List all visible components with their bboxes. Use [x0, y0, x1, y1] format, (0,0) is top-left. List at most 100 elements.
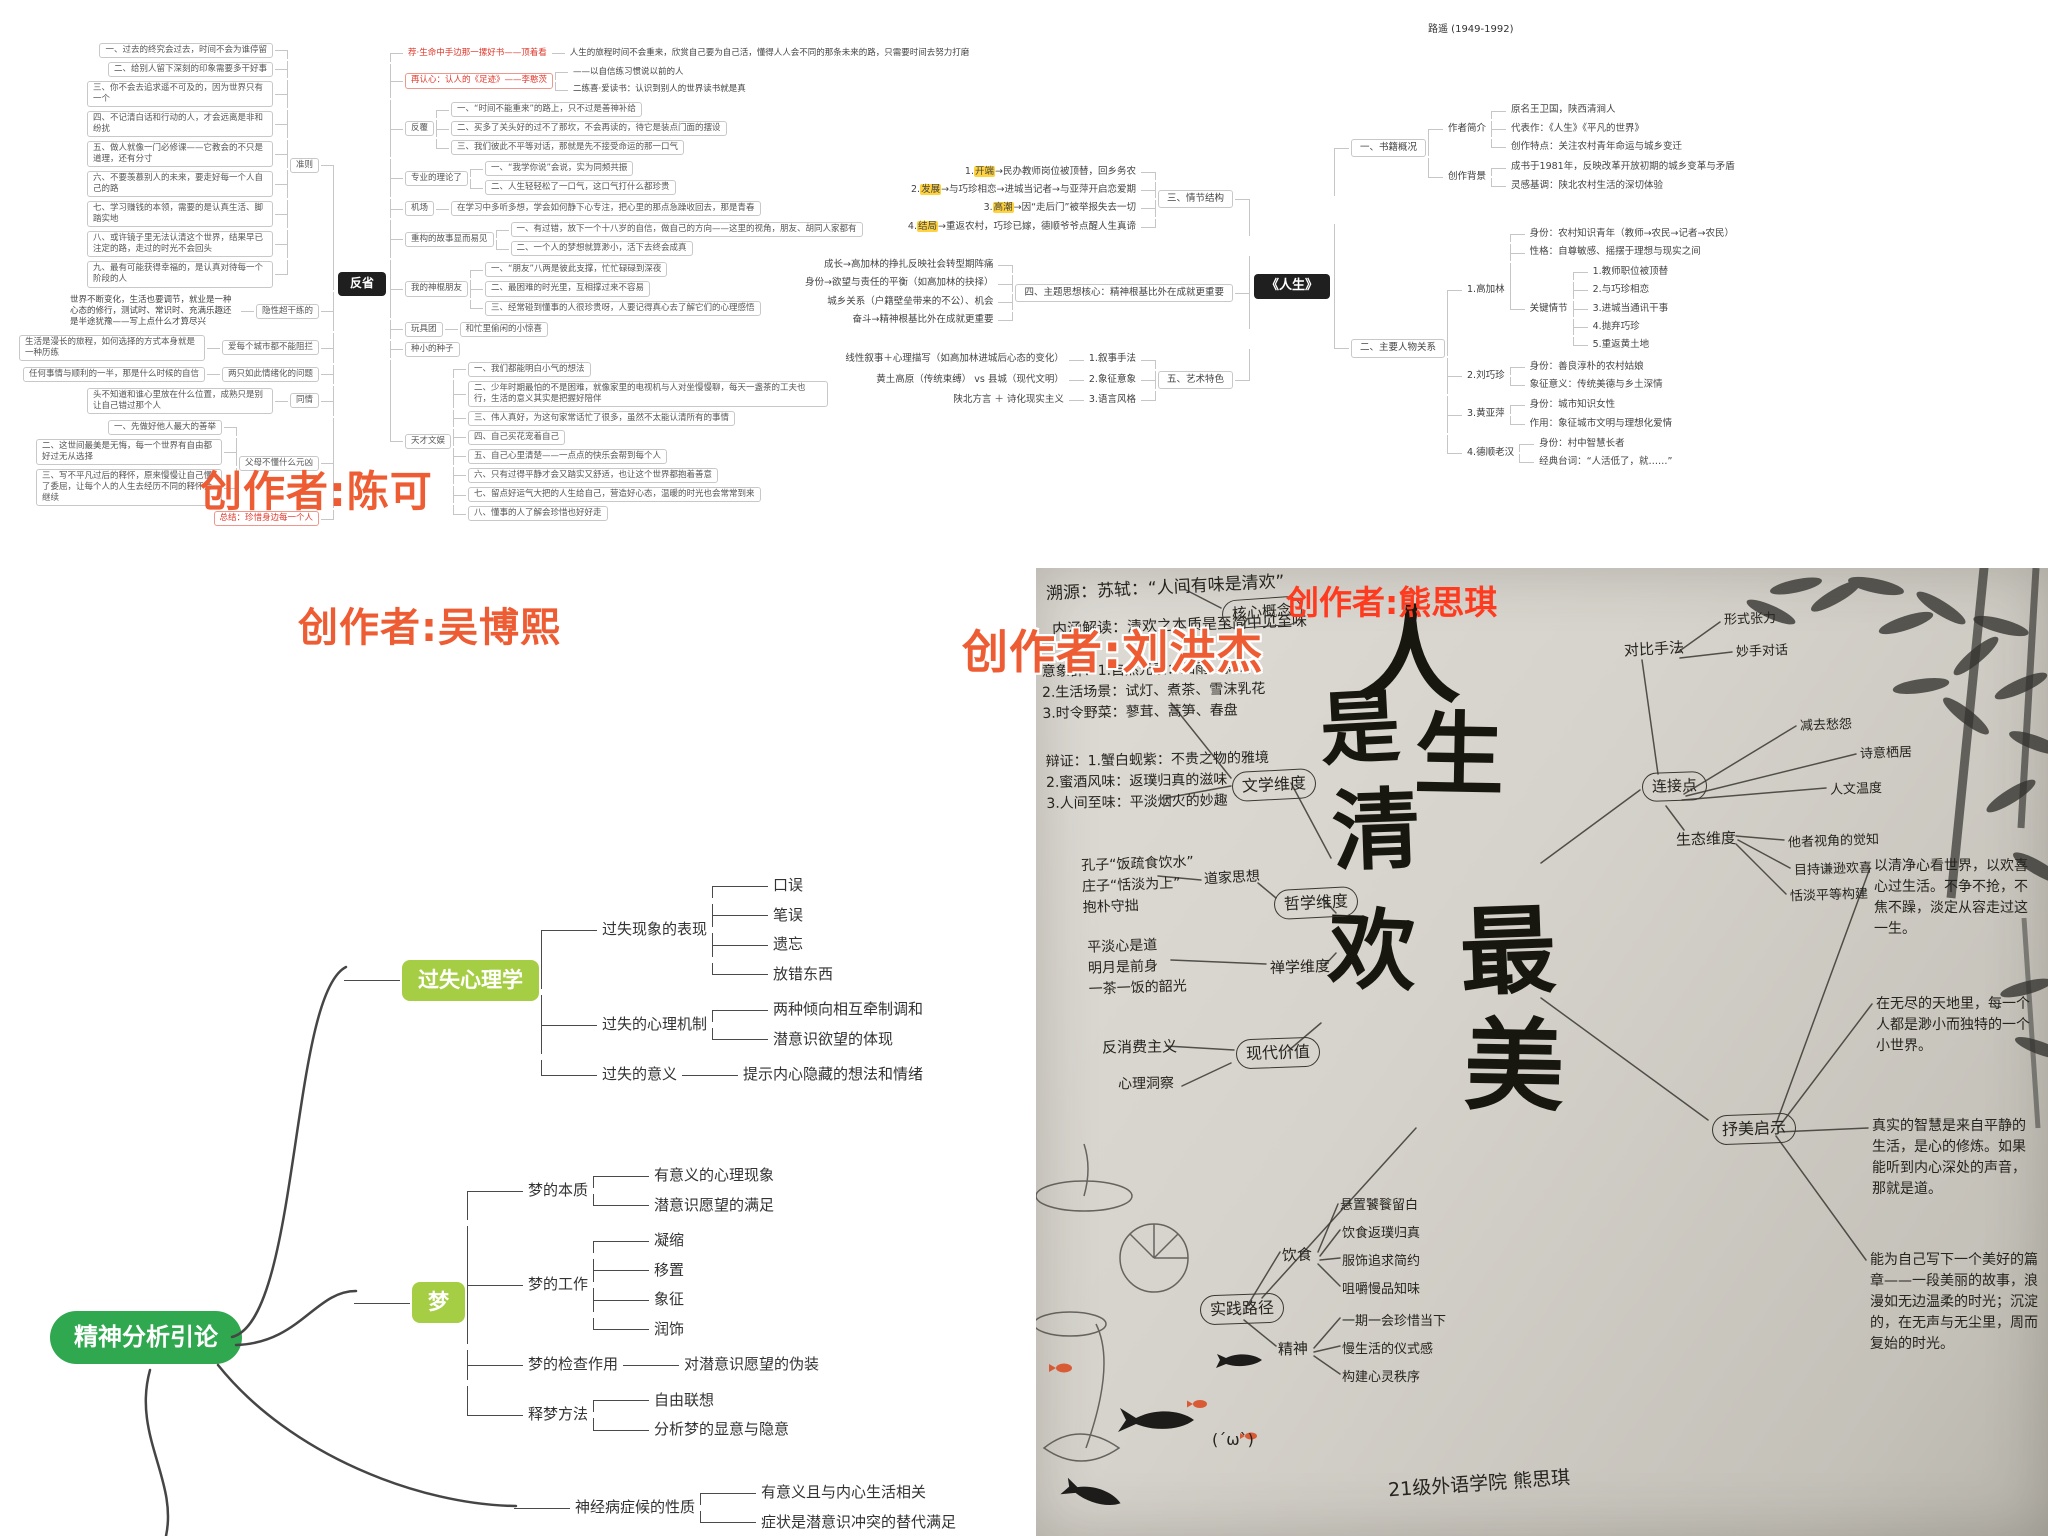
- mindmap-branch: ——以自信练习惯说以前的人: [555, 65, 751, 81]
- mindmap-leaf-text: 5.重返黄土地: [1592, 339, 1650, 351]
- mindmap-branch: 梦梦的本质有意义的心理现象潜意识愿望的满足梦的工作凝缩移置象征润饰梦的检查作用对…: [354, 1158, 824, 1448]
- mindmap-leaf-text: 放错东西: [773, 964, 834, 983]
- mindmap-branch: 一、过去的终究会过去，时间不会为谁停留: [85, 42, 288, 59]
- mindmap-branch: 4.结局→重返农村，巧珍已嫁，德顺爷爷点醒人生真谛: [903, 218, 1157, 235]
- mindmap-branch: 身份：村中智慧长者: [1519, 436, 1677, 453]
- mindmap-leaf-text: 口误: [773, 876, 804, 894]
- handwritten-note: 孔子“饭疏食饮水” 庄子“恬淡为上” 抱朴守拙: [1081, 854, 1195, 916]
- mindmap-branch: 身份：农村知识青年（教师→农民→记者→农民）: [1509, 226, 1739, 243]
- mindmap-branch: 任何事情与顺利的一半，那是什么时候的自信: [21, 366, 221, 383]
- mindmap-topic-node: 一、“朋友”八两是彼此支撑，忙忙碌碌到深夜: [485, 262, 668, 278]
- mindmap-topic-node: 梦的工作: [528, 1275, 589, 1294]
- connector-line: [1641, 659, 1659, 775]
- mindmap-branch: 一、“朋友”八两是彼此支撑，忙忙碌碌到深夜: [470, 261, 763, 279]
- mindmap-leaf-text: 身份→欲望与责任的平衡（如高加林的抉择）: [805, 277, 994, 289]
- handwritten-note: 他者视角的觉知: [1787, 832, 1880, 851]
- mindmap-branch: 在学习中多听多想，学会如何静下心专注，把心里的那点急躁收回去，那是青春: [436, 200, 763, 217]
- mindmap-topic-node: 创作背景: [1448, 170, 1487, 182]
- mindmap-branch: 成长→高加林的挣扎反映社会转型期阵痛: [800, 257, 1014, 274]
- mindmap-branch: 八、或许镜子里无法认清这个世界，结果早已注定的路，走过的时光不会回头: [85, 230, 288, 259]
- mindmap-topic-node: 生活是漫长的旅程，如何选择的方式本身就是一种历练: [19, 334, 205, 361]
- mindmap-leaf-text: 创作特点：关注农村青年命运与城乡变迁: [1511, 141, 1683, 153]
- mindmap-branch: 3.进城当通讯干事: [1572, 300, 1674, 318]
- connector-line: [1313, 1317, 1341, 1349]
- handwritten-note: 能为自己写下一个美好的篇章——一段美丽的故事，浪漫如无边温柔的时光；沉淀的，在无…: [1870, 1252, 2038, 1352]
- connector-line: [1261, 1127, 1417, 1299]
- connector-line: [1540, 789, 1641, 864]
- mindmap-branch: 2.发展→与巧珍相恋→进城当记者→与亚萍开启恋爱期: [903, 181, 1157, 199]
- mindmap-topic-node: 一、我们都能明白小气的想法: [468, 361, 591, 377]
- connector-line: [1290, 782, 1332, 859]
- mindmap-branch: 四、不记清白话和行动的人，才会远离是非和纷扰: [85, 109, 288, 139]
- connector-line: [1775, 1135, 1867, 1261]
- mindmap-topic-node: 一、“时间不能重来”的路上，只不过是善神补给: [451, 102, 642, 118]
- mindmap-topic-node: 过失现象的表现: [602, 920, 708, 939]
- mindmap-branch: 专业的理论了一、“我学你说”会说，实为同频共振二、人生轻轻松了一口气，这口气打什…: [390, 159, 974, 198]
- mindmap-branch: 准则一、过去的终究会过去，时间不会为谁停留二、给别人留下深刻的印象需要多干好事三…: [17, 41, 335, 290]
- mindmap-branch: 遗忘: [712, 933, 838, 957]
- handwritten-note: 形式张力: [1723, 611, 1777, 628]
- mindmap-topic-node: 过失的心理机制: [602, 1014, 708, 1033]
- mindmap-branch: 两只如此情绪化的问题任何事情与顺利的一半，那是什么时候的自信: [17, 364, 335, 384]
- mindmap-leaf-text: 城乡关系（户籍壁垒带来的不公）、机会: [827, 295, 994, 307]
- mindmap-root: 《人生》: [1253, 274, 1330, 299]
- mindmap-branch: 一、“我学你说”会说，实为同频共振: [470, 160, 678, 178]
- mindmap-branch: 分析梦的显意与隐意: [593, 1418, 794, 1442]
- mindmap-branch: 奋斗→精神根基比外在成就更重要: [800, 312, 1014, 328]
- mindmap-branch: 黄土高原（传统束缚） vs 县城（现代文明）: [871, 372, 1084, 388]
- mindmap-branch: 二、少年时期最怕的不是困难，就像家里的电视机与人对坐慢慢聊，每天一盏茶的工夫也行…: [453, 379, 830, 408]
- mindmap-branch: 1.开端→民办教师岗位被顶替，回乡务农: [903, 164, 1157, 181]
- connector-line: [1677, 621, 1721, 653]
- mindmap-branch: 有意义且与内心生活相关: [700, 1481, 961, 1505]
- handdrawn-connector-lines: [1157, 589, 1873, 1375]
- mindmap-leaf-text: 身份：城市知识女性: [1529, 399, 1616, 411]
- mindmap-leaf-text: 3.高潮→因“走后门”被举报失去一切: [983, 202, 1136, 214]
- mindmap-topic-node: 神经病症候的性质: [575, 1497, 696, 1516]
- mindmap-topic-node: 在学习中多听多想，学会如何静下心专注，把心里的那点急躁收回去，那是青春: [451, 201, 761, 217]
- handwritten-note: 生态维度: [1675, 828, 1737, 850]
- mindmap-topic-node: 二、这世间最美是无悔，每一个世界有自由都好过无从选择: [36, 438, 222, 466]
- mindmap-leaf-text: 线性叙事＋心理描写（如高加林进城后心态的变化）: [845, 353, 1064, 365]
- mindmap-branch: 人生的旅程时间不会重来，欣赏自己要为自己活，懂得人人会不同的那条未来的路，只需要…: [551, 46, 975, 61]
- mindmap-topic-node: 2.刘巧珍: [1467, 369, 1505, 381]
- creator-label-liuhongjie: 创作者:刘洪杰: [962, 625, 1264, 679]
- handwritten-note: 咀嚼慢品知味: [1342, 1282, 1421, 1297]
- handwritten-note: 人文温度: [1829, 781, 1883, 798]
- mindmap-topic-node: 六、只有过得平静才会又踏实又舒适，也让这个世界都抱着善意: [468, 467, 719, 483]
- connector-line: [1777, 1003, 1873, 1129]
- handwritten-note: 妙手对话: [1735, 643, 1789, 660]
- mindmap-leaf-text: 笔误: [773, 905, 804, 924]
- mindmap-leaf-text: 润饰: [654, 1319, 685, 1338]
- connector-line: [1737, 839, 1791, 869]
- mindmap-leaf-text: 二练喜·爱读书：认识到别人的世界读书就是真: [573, 84, 746, 94]
- mindmap-branch: 父母不懂什么元凶一、先做好他人最大的善举二、这世间最美是无悔，每一个世界有自由都…: [17, 417, 335, 509]
- mindmap-topic-node: 玩具团: [405, 321, 443, 337]
- connector-line: [1735, 835, 1785, 841]
- mindmap-branch: 作者简介原名王卫国，陕西清涧人代表作：《人生》《平凡的世界》创作特点：关注农村青…: [1428, 101, 1740, 157]
- mindmap-leaf-text: 潜意识欲望的体现: [773, 1029, 894, 1048]
- connector-line: [1319, 1229, 1341, 1257]
- mindmap-topic-node: 和忙里偷闲的小惊喜: [459, 321, 549, 337]
- connector-line: [1685, 753, 1857, 797]
- connector-line: [1170, 702, 1232, 779]
- mindmap-branch: 有意义的心理现象: [593, 1164, 779, 1188]
- mindmap-branch: 提示内心隐藏的想法和情绪: [682, 1063, 928, 1087]
- mindmap-leaf-text: 经典台词：“人活低了，就……”: [1539, 456, 1673, 468]
- mindmap-branch: 再认心：认人的《足迹》——李憨茨——以自信练习惯说以前的人二练喜·爱读书：认识到…: [390, 63, 974, 99]
- mindmap-branch: 四、主题思想核心：精神根基比外在成就更重要成长→高加林的挣扎反映社会转型期阵痛身…: [800, 255, 1250, 330]
- mindmap-topic-node: 七、学习赚钱的本领，需要的是认真生活、脚踏实地: [87, 201, 273, 228]
- mindmap-leaf-text: 有意义的心理现象: [654, 1166, 775, 1184]
- mindmap-topic-node: 一、过去的终究会过去，时间不会为谁停留: [99, 42, 273, 58]
- mindmap-branch: 七、留点好运气大把的人生给自己，营造好心态，温暖的时光也会常常到来: [453, 485, 830, 504]
- mindmap-branch: 凝缩: [593, 1229, 689, 1253]
- mindmap-topic-node: 一、有过错，放下一个十八岁的自信，做自己的方向——这里的视角，朋友、胡同人家都有: [510, 222, 863, 238]
- mindmap-leaf-text: 成书于1981年，反映改革开放初期的城乡变革与矛盾: [1511, 161, 1735, 173]
- handwritten-note: 以清净心看世界，以欢喜心过生活。不争不抢，不焦不躁，淡定从容走过这一生。: [1874, 858, 2028, 937]
- ink-decorations: [1036, 568, 2048, 1506]
- mindmap-root: 精神分析引论: [50, 1311, 242, 1365]
- mindmap-leaf-text: 4.结局→重返农村，巧珍已嫁，德顺爷爷点醒人生真谛: [907, 220, 1136, 232]
- connector-line: [1317, 1203, 1339, 1253]
